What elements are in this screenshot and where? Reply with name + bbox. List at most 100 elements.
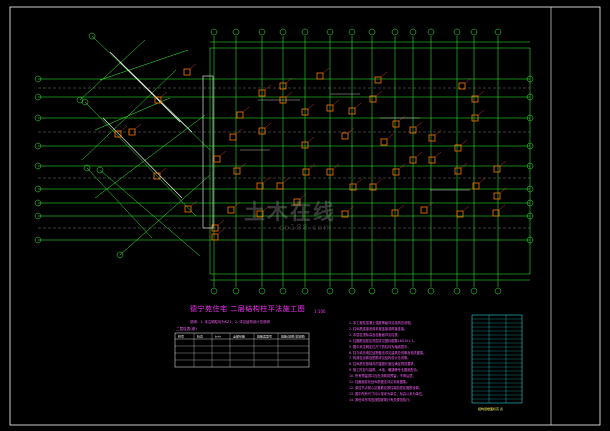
axis-bubble-top [210,28,218,36]
column-leader [262,177,270,184]
column-leader [307,136,315,143]
diagonal-axis-bubble [88,32,96,40]
column-marker [258,127,266,135]
column-marker [454,144,462,152]
column-leader [120,125,128,132]
column-leader [415,151,423,158]
wing-wall [119,61,181,123]
axis-bubble-bottom [368,287,376,295]
column-leader [477,109,485,116]
column-leader [159,167,167,174]
column-leader [235,128,243,135]
axis-bubble-bottom [427,287,435,295]
column-marker [211,233,219,241]
column-leader [398,115,406,122]
column-leader [347,127,355,134]
column-marker [472,182,480,190]
column-marker [454,167,462,175]
axis-bubble-bottom [453,287,461,295]
column-leader [398,163,406,170]
column-marker [348,107,356,115]
axis-bubble-top [470,28,478,36]
column-leader [134,123,142,130]
axis-bubble-top [427,28,435,36]
column-marker [341,210,349,218]
design-note-item: 12. 梁柱节点核心区箍筋应按柱端加密区箍筋设置。 [349,385,423,390]
design-note-item: 11. 柱截面变化处纵筋做法详见标准图集。 [349,380,410,385]
drawing-scale: 1:100 [314,309,326,314]
column-leader [219,150,227,157]
column-marker [341,132,349,140]
column-marker [276,182,284,190]
column-leader [299,193,307,200]
diagonal-axis-line [99,49,189,81]
column-leader [285,91,293,98]
column-marker [380,138,388,146]
diagonal-axis-line [94,114,206,199]
column-leader [355,178,363,185]
column-leader [386,133,394,140]
axis-bubble-top [232,28,240,36]
diagonal-axis-line [99,169,201,257]
column-leader [189,63,197,70]
column-leader [397,204,405,211]
column-marker [374,76,382,84]
column-leader [285,77,293,84]
column-leader [499,187,507,194]
column-marker [256,210,264,218]
axis-bubble-bottom [210,287,218,295]
column-marker [279,82,287,90]
column-leader [242,106,250,113]
plan-frame [209,47,531,275]
axis-bubble-left [34,212,42,220]
column-leader [282,177,290,184]
column-leader [354,102,362,109]
column-marker [316,72,324,80]
column-marker [456,210,464,218]
column-marker [420,206,428,214]
diagonal-axis-bubble [96,166,104,174]
column-marker [471,114,479,122]
column-marker [301,141,309,149]
table-header-cell: 箍筋类型号 [257,334,272,339]
column-marker [233,167,241,175]
column-leader [307,103,315,110]
column-leader [464,77,472,84]
column-marker [153,172,161,180]
column-leader [478,177,486,184]
column-marker [471,95,479,103]
general-note: 说明：1. 未注明柱均为KZ1，2. 详见结构设计总说明 [190,320,270,324]
table-header-cell: 标高 [197,334,203,339]
axis-bubble-top [348,28,356,36]
column-leader [332,163,340,170]
design-note-item: 2. 柱纵筋连接采用机械连接或焊接连接。 [349,326,408,331]
elevation-panel [471,314,523,404]
column-marker [493,192,501,200]
design-note-item: 14. 其他未尽事宜按国家现行有关规范执行。 [349,397,413,402]
diagonal-axis-line [81,69,177,161]
wing-detail-box [202,75,214,229]
axis-bubble-bottom [470,287,478,295]
column-marker [492,209,500,217]
axis-bubble-top [301,28,309,36]
axis-bubble-top [368,28,376,36]
design-note-item: 10. 所有预留洞口应在浇筑前预留，不得后凿。 [349,374,416,379]
sheet-border [9,6,601,426]
axis-bubble-top [453,28,461,36]
diagonal-axis-bubble [81,98,89,106]
column-marker [458,82,466,90]
column-leader [460,139,468,146]
axis-bubble-bottom [258,287,266,295]
axis-bubble-top [409,28,417,36]
column-leader [264,122,272,129]
column-leader [434,151,442,158]
column-marker [227,206,235,214]
column-leader [233,201,241,208]
column-marker [213,155,221,163]
column-marker [391,209,399,217]
column-leader [160,91,168,98]
axis-bubble-left [34,114,42,122]
axis-bubble-bottom [494,287,502,295]
column-marker [293,198,301,206]
